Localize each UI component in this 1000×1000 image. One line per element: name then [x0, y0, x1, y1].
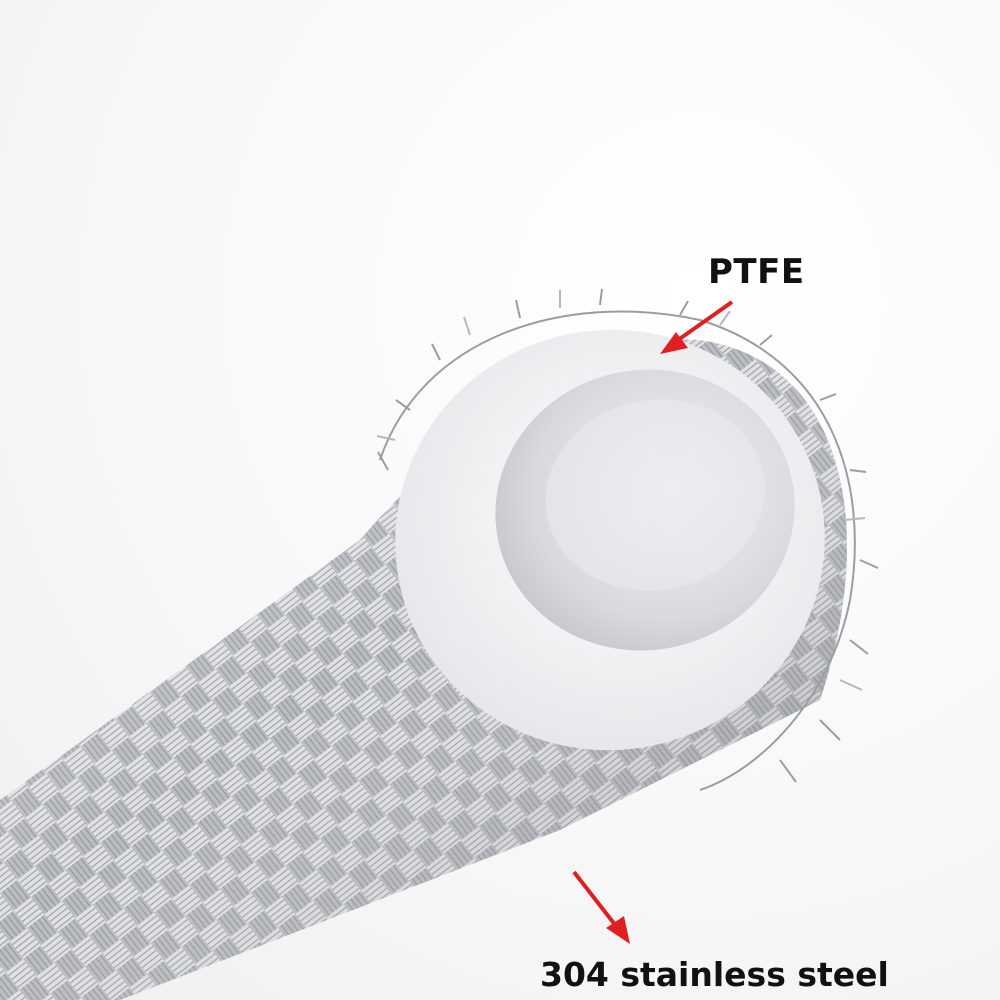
ptfe-inner-tube	[395, 329, 825, 751]
inner-layer-arrow	[660, 300, 734, 354]
arrow-icon	[606, 916, 630, 944]
frayed-braid-edge	[376, 288, 879, 791]
outer-layer-arrow	[572, 870, 630, 944]
stainless-steel-label: 304 stainless steel	[540, 955, 889, 994]
arrow-icon	[660, 332, 688, 354]
ptfe-label: PTFE	[708, 252, 805, 292]
